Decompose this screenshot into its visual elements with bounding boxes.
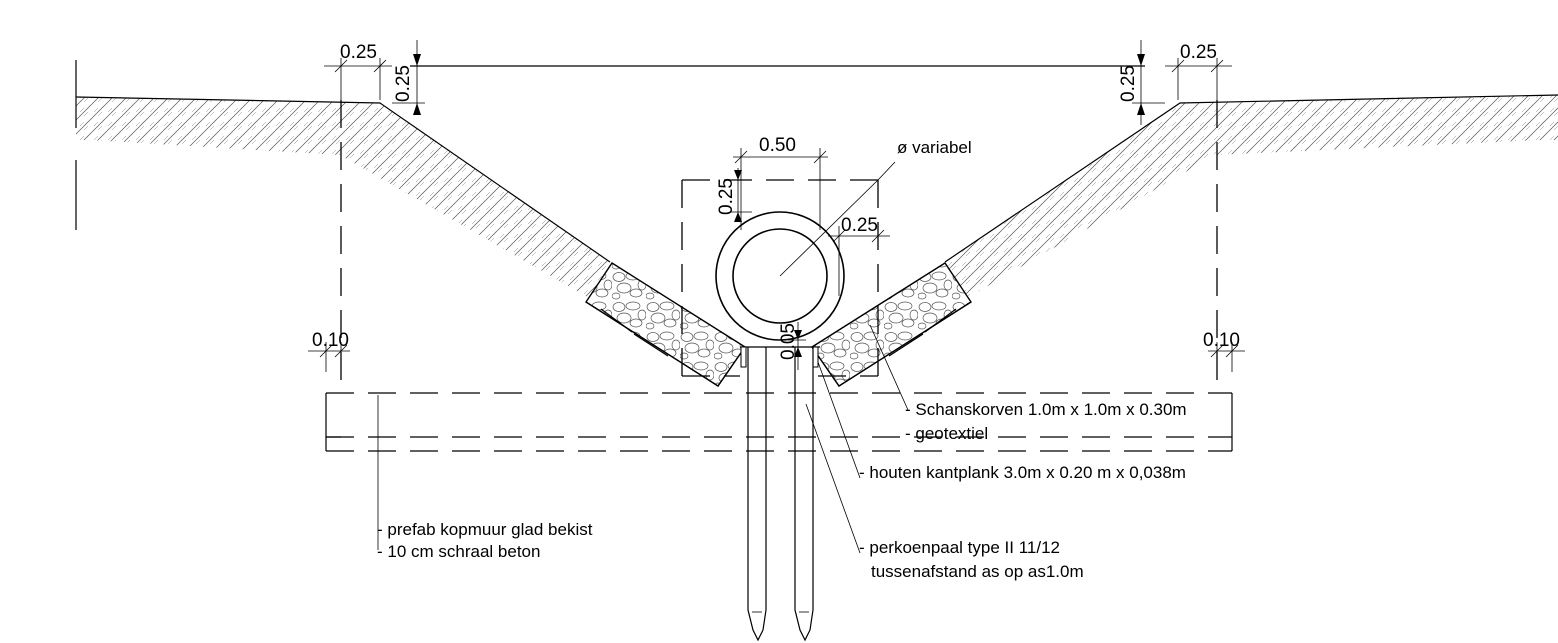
dim-pipe-box-top: 0.25 (716, 168, 752, 222)
pipe (715, 161, 896, 341)
leader-lines (377, 324, 909, 554)
gabion-right (811, 262, 972, 387)
label-perkoenpaal: - perkoenpaal type II 11/12 (859, 538, 1060, 557)
boundary-lines (340, 100, 1218, 392)
dim-pipe-box-top-text: 0.25 (716, 178, 737, 215)
dim-pipe-box-width-text: 0.50 (759, 135, 796, 156)
dim-pipe-base-text: 0.05 (778, 323, 799, 360)
dim-right-foundation: 0.10 (1203, 330, 1245, 372)
dim-top-left-depth: 0.25 (393, 65, 414, 102)
label-geotextiel: - geotextiel (905, 424, 988, 443)
dim-right-foundation-text: 0.10 (1203, 330, 1240, 351)
dim-pipe-box-side-text: 0.25 (841, 215, 878, 236)
foundation (325, 392, 1233, 452)
label-tussenafstand: tussenafstand as op as1.0m (871, 562, 1084, 581)
gabion-left (585, 262, 746, 387)
dim-top-left: 0.25 0.25 (324, 40, 425, 115)
label-kopmuur: - prefab kopmuur glad bekist (377, 520, 593, 539)
dim-left-foundation: 0.10 (308, 330, 350, 372)
piles (740, 346, 820, 642)
dim-top-right-offset: 0.25 (1180, 42, 1217, 63)
ground-right (944, 94, 1558, 302)
dim-left-foundation-text: 0.10 (312, 330, 349, 351)
label-schraal-beton: - 10 cm schraal beton (377, 542, 540, 561)
pipe-box (681, 179, 879, 377)
dim-pipe-box-side: 0.25 (828, 215, 890, 296)
ground-left (75, 60, 611, 302)
label-schanskorven: - Schanskorven 1.0m x 1.0m x 0.30m (905, 400, 1187, 419)
label-pipe-diameter: ø variabel (897, 138, 972, 157)
dim-top-left-offset: 0.25 (340, 42, 377, 63)
dim-pipe-base: 0.05 (778, 322, 806, 370)
dim-top-right-depth: 0.25 (1118, 65, 1139, 102)
label-kantplank: - houten kantplank 3.0m x 0.20 m x 0,038… (859, 463, 1186, 482)
dim-top-right: 0.25 0.25 (1118, 40, 1232, 125)
dim-pipe-box-width: 0.50 (733, 135, 828, 230)
